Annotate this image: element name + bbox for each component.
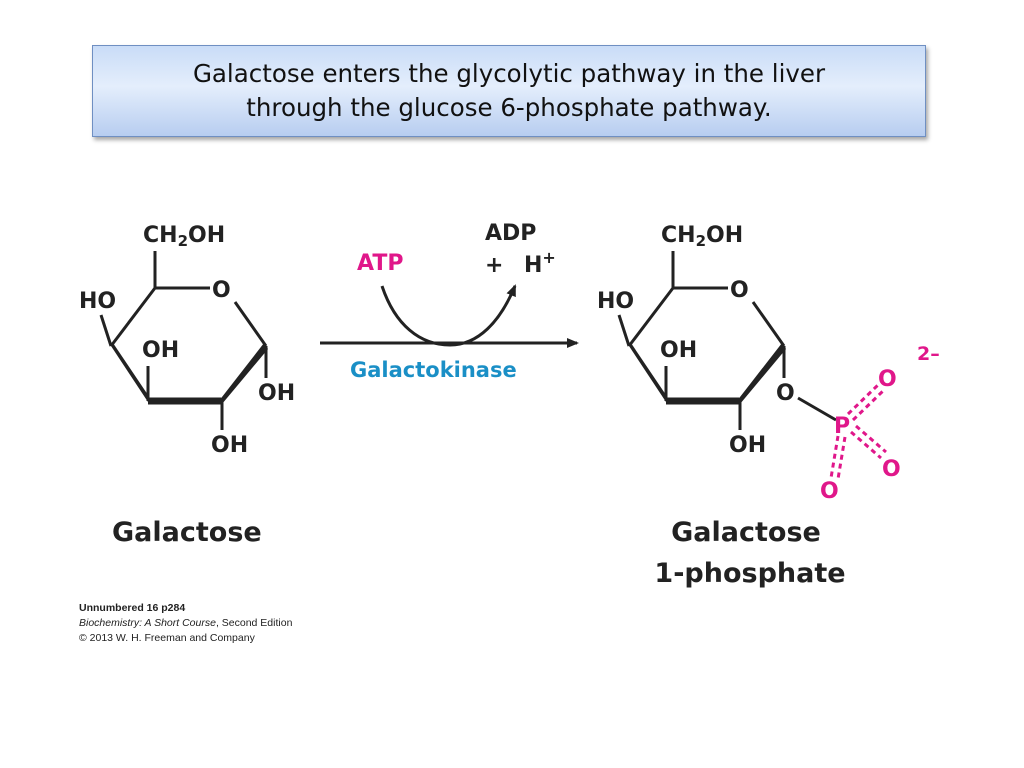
phosphate-o-bottom-label: O [820, 479, 839, 504]
bond-c4-c3-wedge [629, 343, 666, 402]
credit-book-edition: , Second Edition [215, 617, 293, 629]
plus-label: + [485, 253, 503, 278]
bond-p-o-top-b [851, 389, 885, 422]
ch2oh-label: CH2OH [143, 223, 225, 250]
bond-c4-ho [99, 314, 113, 347]
ring-oxygen-label: O [212, 278, 231, 303]
slide-title-line-1: Galactose enters the glycolytic pathway … [192, 59, 826, 88]
adp-label: ADP [485, 221, 536, 246]
bond-o-p [797, 396, 837, 422]
bond-p-o-right-b [855, 424, 887, 454]
galactose-1-phosphate-name-line-2: 1-phosphate [654, 558, 845, 589]
proton-label: H+ [524, 248, 556, 278]
bond-c4-c3-wedge [111, 343, 148, 402]
oh-c4-label: OH [142, 338, 179, 363]
oh-c1-label: OH [258, 381, 295, 406]
galactose-1-phosphate-name-line-1: Galactose [671, 517, 821, 548]
bond-p-o-bottom-a [829, 435, 840, 479]
bond-c5-c4 [109, 287, 157, 347]
bond-p-o-bottom-b [836, 436, 847, 480]
oh-c2-label: OH [729, 433, 766, 458]
oh-c4-label: OH [660, 338, 697, 363]
curved-arrow [380, 284, 517, 347]
bond-c2-c1-wedge [740, 343, 786, 404]
phosphate-o-top-label: O [878, 367, 897, 392]
credit-book-title: Biochemistry: A Short Course, Second Edi… [79, 616, 292, 631]
galactose-structure: CH2OH O HO OH OH OH [79, 223, 295, 458]
credit-copyright: © 2013 W. H. Freeman and Company [79, 632, 255, 644]
oh-c2-label: OH [211, 433, 248, 458]
atp-label: ATP [357, 251, 403, 276]
phosphate-o-right-label: O [882, 457, 901, 482]
phosphorus-label: P [834, 414, 850, 439]
ch2oh-label: CH2OH [661, 223, 743, 250]
title-box: Galactose enters the glycolytic pathway … [92, 45, 926, 137]
slide-title-line-2: through the glucose 6-phosphate pathway. [246, 93, 772, 122]
ho-label: HO [597, 289, 634, 314]
bond-p-o-right-a [850, 430, 882, 460]
bond-c4-ho [617, 314, 631, 347]
glycosidic-oxygen-label: O [776, 381, 795, 406]
bond-c2-c1-wedge [222, 343, 268, 404]
ho-label: HO [79, 289, 116, 314]
slide-title: Galactose enters the glycolytic pathway … [183, 57, 835, 125]
bond-o-c1 [233, 301, 268, 347]
ring-oxygen-label: O [730, 278, 749, 303]
galactokinase-label: Galactokinase [350, 358, 517, 382]
phosphate-charge-label: 2– [917, 343, 940, 365]
bond-p-o-top-a [846, 383, 880, 416]
galactose-name: Galactose [112, 517, 262, 548]
bond-c5-c4 [627, 287, 675, 347]
phosphate-bonds [829, 383, 887, 480]
figure-credit: Unnumbered 16 p284 Biochemistry: A Short… [79, 601, 292, 646]
credit-figure-number: Unnumbered 16 p284 [79, 602, 186, 614]
reaction-arrow: ATP ADP + H+ Galactokinase [320, 221, 579, 382]
bond-o-c1 [751, 301, 786, 347]
galactose-1-phosphate-structure: CH2OH O HO OH O OH P O O O 2– [597, 223, 940, 504]
credit-book-title-italic: Biochemistry: A Short Course [79, 617, 216, 629]
